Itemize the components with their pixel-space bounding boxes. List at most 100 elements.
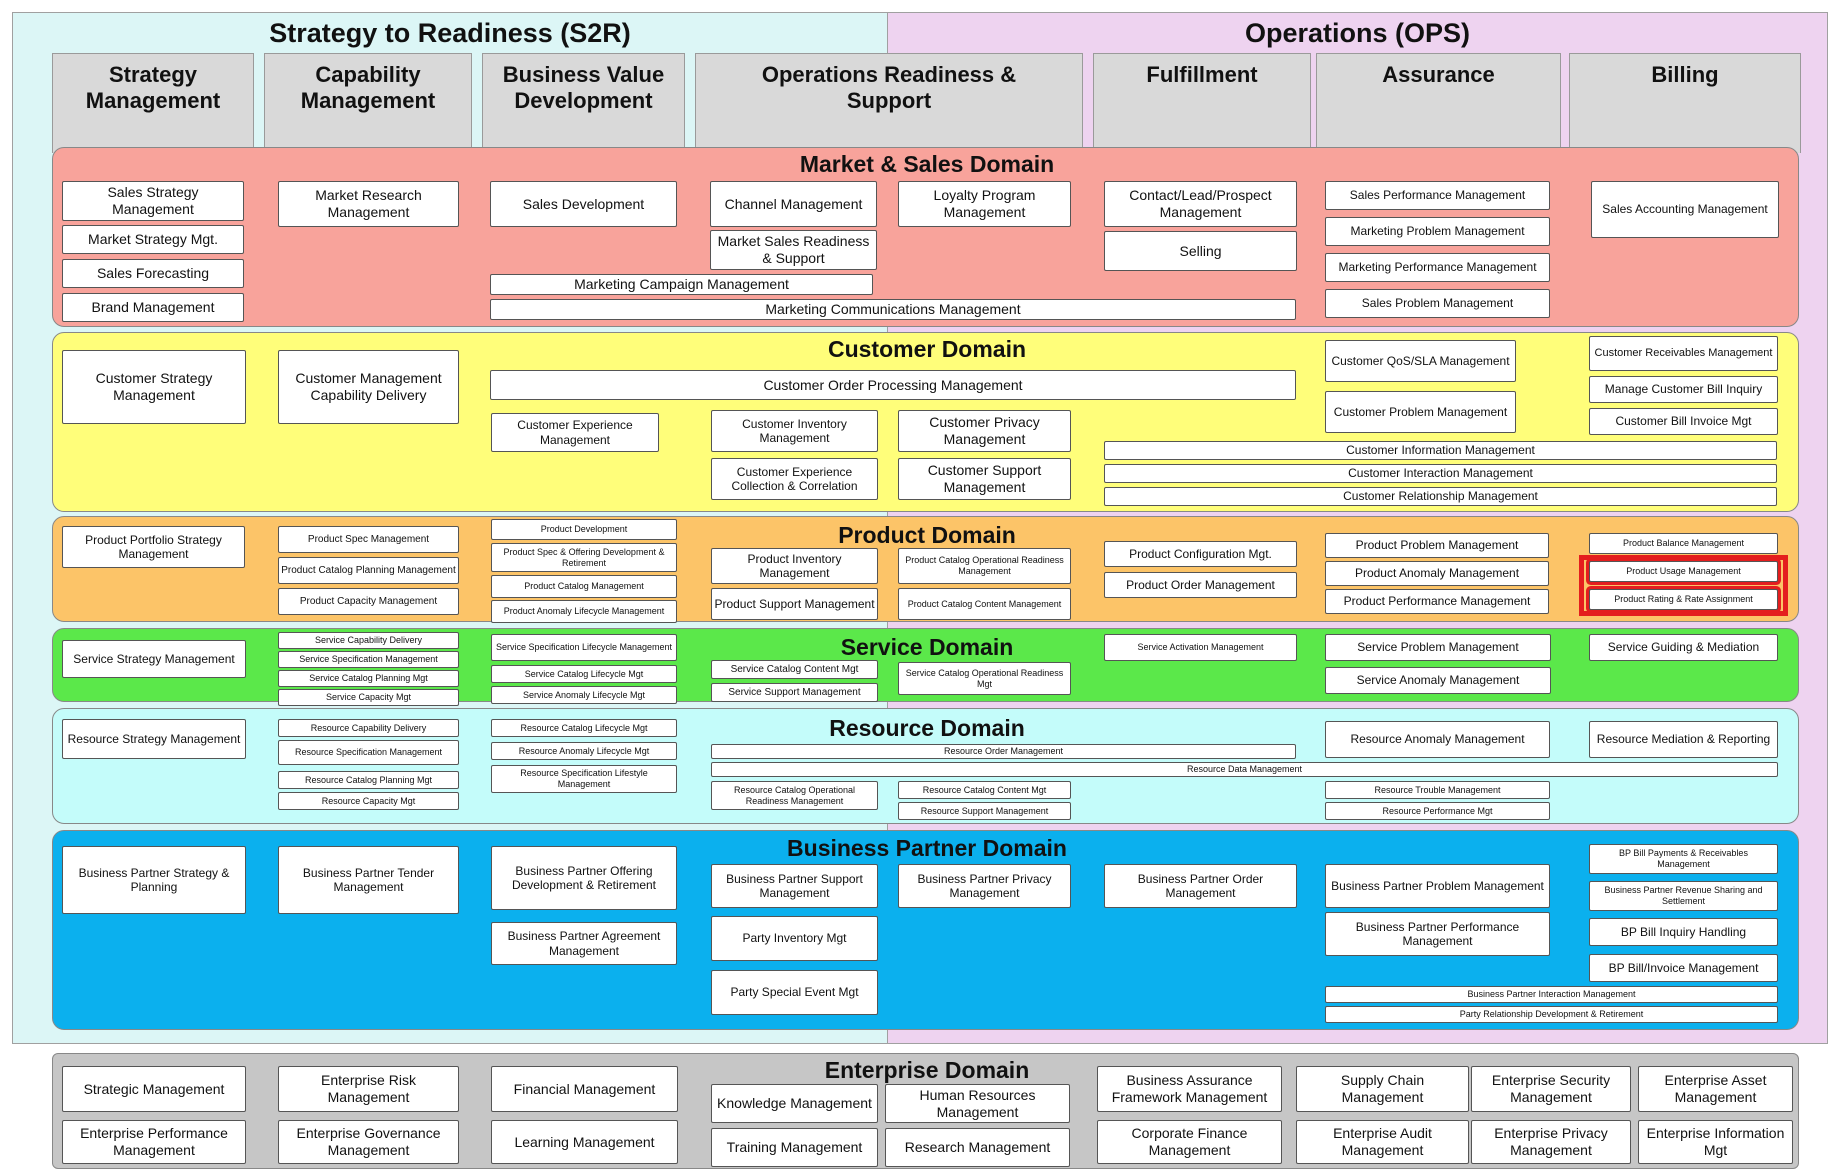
box-customer-inventory-management: Customer Inventory Management: [711, 410, 878, 452]
box-contact-lead-prospect-management: Contact/Lead/Prospect Management: [1104, 181, 1297, 227]
box-resource-data-management: Resource Data Management: [711, 762, 1778, 777]
box-service-catalog-operational-readiness-mgt: Service Catalog Operational Readiness Mg…: [898, 662, 1071, 695]
box-product-problem-management: Product Problem Management: [1325, 533, 1549, 558]
box-service-strategy-management: Service Strategy Management: [62, 640, 246, 678]
box-brand-management: Brand Management: [62, 293, 244, 322]
resource-domain-title: Resource Domain: [829, 715, 1025, 741]
box-corporate-finance-management: Corporate Finance Management: [1097, 1120, 1282, 1164]
box-training-management: Training Management: [711, 1128, 878, 1167]
column-header-business-value-development: Business Value Development: [482, 53, 685, 153]
box-product-balance-management: Product Balance Management: [1589, 533, 1778, 554]
box-business-partner-support-management: Business Partner Support Management: [711, 864, 878, 908]
box-product-capacity-management: Product Capacity Management: [278, 588, 459, 615]
box-resource-mediation-and-reporting: Resource Mediation & Reporting: [1589, 721, 1778, 758]
box-product-order-management: Product Order Management: [1104, 572, 1297, 598]
box-resource-catalog-lifecycle-mgt: Resource Catalog Lifecycle Mgt: [491, 719, 677, 737]
box-resource-order-management: Resource Order Management: [711, 744, 1296, 759]
box-service-problem-management: Service Problem Management: [1325, 634, 1551, 661]
box-customer-qos-sla-management: Customer QoS/SLA Management: [1325, 340, 1516, 382]
box-resource-catalog-planning-mgt: Resource Catalog Planning Mgt: [278, 771, 459, 789]
box-customer-information-management: Customer Information Management: [1104, 441, 1777, 460]
box-customer-order-processing-management: Customer Order Processing Management: [490, 370, 1296, 400]
box-service-anomaly-management: Service Anomaly Management: [1325, 667, 1551, 694]
box-selling: Selling: [1104, 231, 1297, 271]
box-product-anomaly-lifecycle-management: Product Anomaly Lifecycle Management: [491, 600, 677, 623]
box-sales-accounting-management: Sales Accounting Management: [1591, 181, 1779, 238]
box-product-spec-management: Product Spec Management: [278, 526, 459, 553]
box-resource-strategy-management: Resource Strategy Management: [62, 719, 246, 759]
box-enterprise-security-management: Enterprise Security Management: [1471, 1066, 1631, 1112]
box-product-catalog-content-management: Product Catalog Content Management: [898, 588, 1071, 620]
box-business-partner-interaction-management: Business Partner Interaction Management: [1325, 986, 1778, 1003]
column-header-assurance: Assurance: [1316, 53, 1561, 153]
box-service-guiding-and-mediation: Service Guiding & Mediation: [1589, 634, 1778, 661]
box-resource-anomaly-management: Resource Anomaly Management: [1325, 721, 1550, 758]
box-product-development: Product Development: [491, 519, 677, 540]
enterprise-domain-title: Enterprise Domain: [824, 1057, 1030, 1083]
box-sales-performance-management: Sales Performance Management: [1325, 181, 1550, 210]
box-enterprise-governance-management: Enterprise Governance Management: [278, 1120, 459, 1164]
box-party-special-event-mgt: Party Special Event Mgt: [711, 970, 878, 1015]
box-business-partner-performance-management: Business Partner Performance Management: [1325, 912, 1550, 956]
box-channel-management: Channel Management: [710, 181, 877, 227]
box-loyalty-program-management: Loyalty Program Management: [898, 181, 1071, 227]
box-customer-strategy-management: Customer Strategy Management: [62, 350, 246, 424]
box-resource-capacity-mgt: Resource Capacity Mgt: [278, 792, 459, 810]
box-enterprise-privacy-management: Enterprise Privacy Management: [1471, 1120, 1631, 1164]
box-sales-problem-management: Sales Problem Management: [1325, 289, 1550, 318]
box-customer-experience-management: Customer Experience Management: [491, 413, 659, 452]
box-knowledge-management: Knowledge Management: [711, 1084, 878, 1123]
box-resource-specification-lifestyle-management: Resource Specification Lifestyle Managem…: [491, 765, 677, 793]
box-resource-performance-mgt: Resource Performance Mgt: [1325, 802, 1550, 820]
box-customer-privacy-management: Customer Privacy Management: [898, 410, 1071, 452]
box-resource-trouble-management: Resource Trouble Management: [1325, 781, 1550, 799]
box-sales-strategy-management: Sales Strategy Management: [62, 181, 244, 221]
box-marketing-communications-management: Marketing Communications Management: [490, 299, 1296, 320]
box-financial-management: Financial Management: [491, 1066, 678, 1112]
box-service-support-management: Service Support Management: [711, 683, 878, 702]
customer-domain-title: Customer Domain: [827, 336, 1027, 362]
box-market-research-management: Market Research Management: [278, 181, 459, 227]
box-market-sales-readiness-and-support: Market Sales Readiness & Support: [710, 230, 877, 270]
box-bp-bill-inquiry-handling: BP Bill Inquiry Handling: [1589, 918, 1778, 946]
box-supply-chain-management: Supply Chain Management: [1296, 1066, 1469, 1112]
column-header-fulfillment: Fulfillment: [1093, 53, 1311, 153]
box-resource-anomaly-lifecycle-mgt: Resource Anomaly Lifecycle Mgt: [491, 742, 677, 760]
box-service-activation-management: Service Activation Management: [1104, 634, 1297, 661]
box-customer-problem-management: Customer Problem Management: [1325, 391, 1516, 433]
box-service-anomaly-lifecycle-mgt: Service Anomaly Lifecycle Mgt: [491, 686, 677, 704]
box-resource-support-management: Resource Support Management: [898, 802, 1071, 820]
box-enterprise-audit-management: Enterprise Audit Management: [1296, 1120, 1469, 1164]
box-product-performance-management: Product Performance Management: [1325, 589, 1549, 614]
box-service-catalog-lifecycle-mgt: Service Catalog Lifecycle Mgt: [491, 665, 677, 683]
box-market-strategy-mgt: Market Strategy Mgt.: [62, 225, 244, 254]
box-marketing-performance-management: Marketing Performance Management: [1325, 253, 1550, 282]
box-product-usage-management: Product Usage Management: [1589, 561, 1778, 582]
box-enterprise-asset-management: Enterprise Asset Management: [1638, 1066, 1793, 1112]
box-customer-bill-invoice-mgt: Customer Bill Invoice Mgt: [1589, 408, 1778, 435]
box-enterprise-risk-management: Enterprise Risk Management: [278, 1066, 459, 1112]
box-business-partner-strategy-and-planning: Business Partner Strategy & Planning: [62, 846, 246, 914]
box-business-assurance-framework-management: Business Assurance Framework Management: [1097, 1066, 1282, 1112]
box-business-partner-problem-management: Business Partner Problem Management: [1325, 864, 1550, 908]
box-service-specification-management: Service Specification Management: [278, 651, 459, 668]
box-strategic-management: Strategic Management: [62, 1066, 246, 1112]
s2r-region-title: Strategy to Readiness (S2R): [269, 18, 631, 48]
box-business-partner-order-management: Business Partner Order Management: [1104, 864, 1297, 908]
box-product-portfolio-strategy-management: Product Portfolio Strategy Management: [62, 526, 245, 568]
highlight-frame: [1579, 555, 1788, 616]
box-learning-management: Learning Management: [491, 1120, 678, 1164]
box-human-resources-management: Human Resources Management: [885, 1084, 1070, 1123]
box-enterprise-performance-management: Enterprise Performance Management: [62, 1120, 246, 1164]
box-customer-experience-collection-and-correlation: Customer Experience Collection & Correla…: [711, 458, 878, 500]
box-party-inventory-mgt: Party Inventory Mgt: [711, 916, 878, 961]
box-manage-customer-bill-inquiry: Manage Customer Bill Inquiry: [1589, 376, 1778, 403]
box-business-partner-agreement-management: Business Partner Agreement Management: [491, 922, 677, 965]
box-resource-catalog-operational-readiness-management: Resource Catalog Operational Readiness M…: [711, 781, 878, 810]
box-resource-capability-delivery: Resource Capability Delivery: [278, 719, 459, 737]
box-sales-development: Sales Development: [490, 181, 677, 227]
box-product-catalog-operational-readiness-management: Product Catalog Operational Readiness Ma…: [898, 548, 1071, 584]
box-service-catalog-content-mgt: Service Catalog Content Mgt: [711, 660, 878, 679]
box-resource-specification-management: Resource Specification Management: [278, 740, 459, 765]
box-product-configuration-mgt: Product Configuration Mgt.: [1104, 541, 1297, 567]
